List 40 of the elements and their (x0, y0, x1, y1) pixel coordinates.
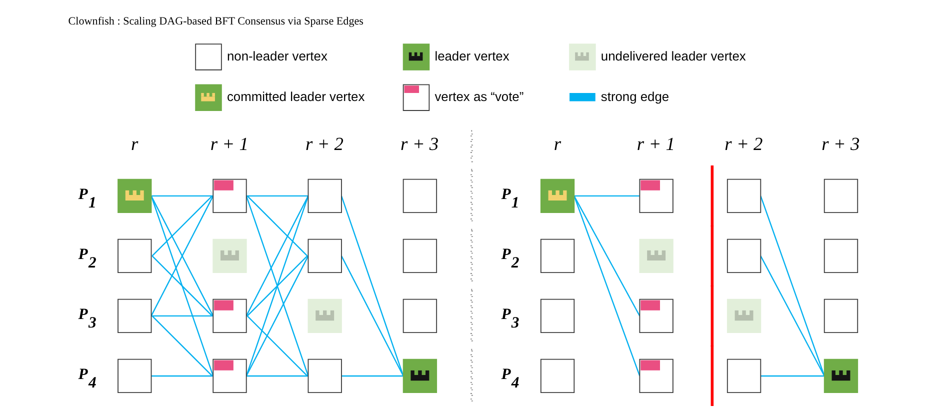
legend-label: non-leader vertex (226, 48, 328, 64)
connector (574, 195, 640, 197)
connector (574, 196, 640, 316)
legend-label: committed leader vertex (226, 89, 365, 104)
legend-label: vertex as “vote” (434, 89, 524, 104)
connector (760, 196, 825, 376)
connector (246, 196, 308, 256)
connector (150, 196, 214, 316)
connector (574, 196, 640, 376)
connector (152, 316, 213, 376)
legend-label: strong edge (600, 89, 670, 104)
connector (150, 196, 214, 376)
connector (342, 375, 404, 377)
connector (151, 315, 213, 317)
connector (246, 196, 309, 316)
label: r + 2 (305, 134, 344, 154)
label: r + 1 (210, 134, 248, 154)
connector (152, 196, 213, 256)
connector (246, 256, 309, 376)
connector (760, 256, 825, 376)
legend-label: undelivered leader vertex (600, 48, 746, 64)
connector (152, 256, 213, 316)
label: r + 1 (636, 134, 676, 154)
label: r (554, 134, 562, 154)
connector (151, 195, 213, 197)
diagram-title: Clownfish : Scaling DAG-based BFT Consensus via Sparse Edges (68, 15, 364, 28)
connector (340, 196, 404, 376)
connector (760, 375, 824, 377)
connector (246, 375, 308, 377)
label: r + 3 (400, 134, 439, 154)
connector (151, 375, 213, 377)
connector (340, 256, 404, 376)
connector (246, 316, 308, 376)
connector (246, 195, 308, 197)
connector (246, 256, 308, 316)
connector (246, 196, 309, 376)
label: r + 3 (822, 134, 860, 154)
label: r (130, 134, 138, 154)
legend-label: leader vertex (434, 48, 510, 64)
label: r + 2 (724, 134, 763, 154)
